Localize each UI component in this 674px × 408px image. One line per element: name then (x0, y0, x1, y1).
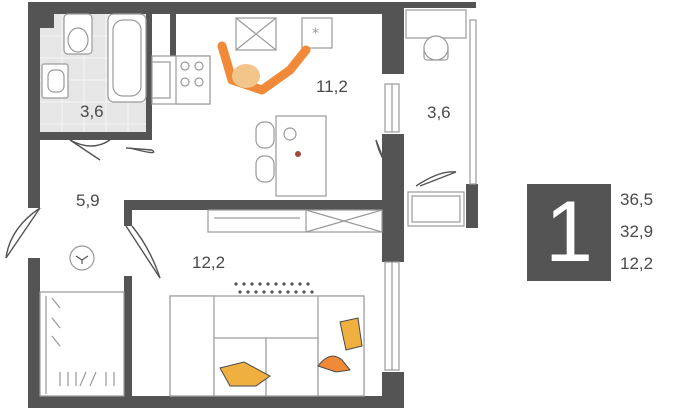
table-dot (295, 151, 301, 157)
sofa (169, 295, 365, 397)
area-kitchen: 12,2 (620, 254, 654, 273)
area-total: 36,5 (620, 190, 654, 209)
tv-unit (207, 209, 383, 233)
rooms-count-badge: 1 (527, 184, 611, 281)
rug-dot (258, 282, 262, 286)
rug-dot (298, 282, 302, 286)
walls (28, 2, 478, 408)
rug-dot (274, 282, 278, 286)
wardrobe (39, 291, 125, 397)
room-area-kitchen: 11,2 (316, 77, 348, 96)
bathroom-door (69, 139, 111, 161)
room-area-bathroom: 3,6 (80, 102, 104, 121)
area-living-total: 32,9 (620, 222, 654, 241)
rug-dot (262, 290, 266, 294)
rooms-count: 1 (545, 184, 593, 280)
rug-dot (306, 282, 310, 286)
rug-dot (282, 282, 286, 286)
washing-machine (407, 191, 465, 227)
cushions (219, 317, 363, 387)
windows (384, 19, 477, 371)
rug-dot (250, 282, 254, 286)
wc-door (375, 139, 457, 187)
rug-dot (294, 290, 298, 294)
kitchen-counter: * (151, 17, 333, 105)
rug-dot (238, 290, 242, 294)
room-area-living: 12,2 (192, 253, 225, 272)
cat-icon (317, 355, 351, 373)
ceiling-light (69, 245, 95, 271)
wc-fixtures (405, 9, 467, 61)
rug-dot (302, 290, 306, 294)
rug-dot (246, 290, 250, 294)
svg-text:*: * (312, 26, 319, 42)
room-area-wc: 3,6 (427, 103, 451, 122)
rug-dot (254, 290, 258, 294)
rug-dot (310, 290, 314, 294)
room-area-hall: 5,9 (76, 191, 100, 210)
rug-dot (270, 290, 274, 294)
dining-set (255, 115, 327, 197)
rug-dot (266, 282, 270, 286)
person-figure (217, 41, 311, 95)
rug-dot (234, 282, 238, 286)
entry-door (5, 147, 161, 279)
rug-dot (242, 282, 246, 286)
rug-dot (278, 290, 282, 294)
rug-dot (290, 282, 294, 286)
rug-dot (286, 290, 290, 294)
bathroom-fixtures (41, 13, 147, 103)
bathroom-fixture-dark (40, 14, 54, 28)
area-summary: 36,5 32,9 12,2 (620, 184, 674, 280)
